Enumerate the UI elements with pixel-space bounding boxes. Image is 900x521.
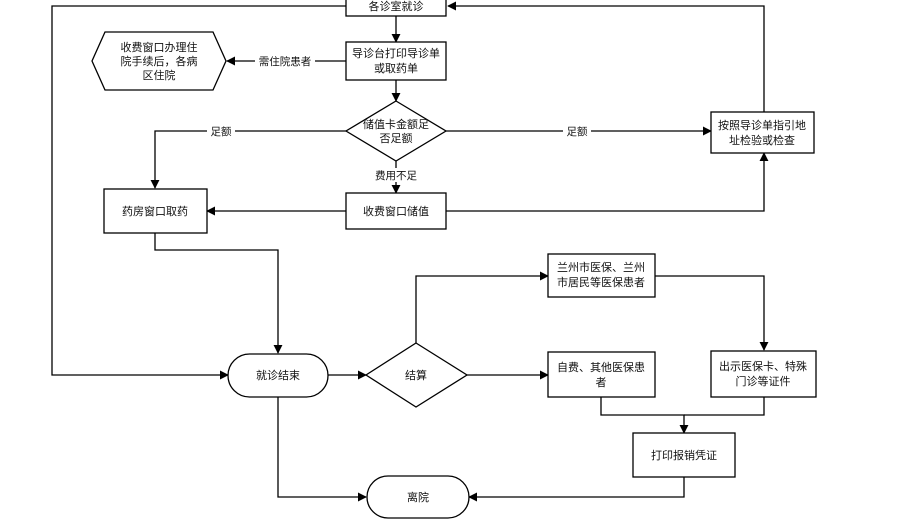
node-topup: 收费窗口储值	[345, 192, 447, 230]
node-settlement: 结算	[364, 342, 469, 408]
node-inpatient-line-3: 区住院	[143, 68, 176, 82]
edge-label-sufficient-right: 足额	[567, 125, 588, 138]
node-lanzhou-insured: 兰州市医保、兰州 市居民等医保患者	[547, 253, 656, 298]
edge-card-to-receipt	[684, 397, 765, 416]
node-dept-visit: 各诊室就诊	[345, 0, 447, 17]
edge-receipt-to-discharge	[468, 477, 685, 502]
edge-label-sufficient-left: 足额	[211, 125, 232, 138]
node-balance-line-1: 储值卡金额足	[363, 117, 429, 131]
edge-exam-to-visit	[447, 1, 765, 112]
node-selfpay-line-1: 自费、其他医保患	[557, 360, 645, 374]
node-insured-line-1: 兰州市医保、兰州	[557, 260, 645, 274]
node-dept-visit-label: 各诊室就诊	[369, 0, 424, 13]
node-visit-end: 就诊结束	[227, 353, 329, 398]
node-inpatient-line-2: 院手续后，各病	[121, 54, 198, 68]
edge-balance-to-pharmacy	[150, 130, 346, 189]
edge-settlement-to-insured	[415, 271, 549, 343]
node-print-slip-line-1: 导诊台打印导诊单	[352, 46, 440, 60]
node-card-line-1: 出示医保卡、特殊	[719, 359, 807, 373]
edge-topup-to-exam	[446, 152, 769, 212]
edge-insured-to-card	[655, 275, 769, 351]
edge-visit-to-end	[51, 5, 346, 380]
node-receipt-label: 打印报销凭证	[651, 448, 717, 462]
edge-selfpay-to-receipt	[600, 397, 689, 434]
node-print-receipt: 打印报销凭证	[632, 432, 736, 478]
node-exam-guide: 按照导诊单指引地 址检验或检查	[710, 111, 815, 154]
node-show-card: 出示医保卡、特殊 门诊等证件	[710, 350, 817, 398]
node-print-slip-line-2: 或取药单	[374, 62, 418, 75]
node-pharmacy: 药房窗口取药	[103, 188, 208, 234]
edge-pharmacy-to-end	[154, 233, 283, 354]
node-balance-line-2: 否足额	[380, 132, 413, 145]
node-selfpay-line-2: 者	[596, 376, 607, 389]
node-inpatient-desk: 收费窗口办理住 院手续后，各病 区住院	[91, 31, 227, 91]
node-exam-line-2: 址检验或检查	[729, 133, 795, 147]
node-balance-check: 储值卡金额足 否足额	[344, 100, 448, 162]
node-card-line-2: 门诊等证件	[736, 374, 791, 388]
node-discharge: 离院	[366, 475, 470, 519]
node-visit-end-label: 就诊结束	[256, 368, 300, 382]
edge-label-need-inpatient: 需住院患者	[259, 55, 312, 68]
edge-labels: 需住院患者 足额 足额 费用不足	[207, 54, 591, 182]
node-discharge-label: 离院	[407, 490, 429, 504]
node-settlement-label: 结算	[405, 368, 427, 382]
node-self-pay: 自费、其他医保患 者	[547, 351, 656, 398]
edge-label-insufficient: 费用不足	[375, 169, 417, 182]
node-insured-line-2: 市居民等医保患者	[557, 275, 645, 289]
node-print-slip: 导诊台打印导诊单 或取药单	[345, 41, 447, 81]
edge-end-to-discharge	[277, 397, 367, 502]
node-topup-label: 收费窗口储值	[363, 204, 429, 218]
node-pharmacy-label: 药房窗口取药	[122, 204, 188, 218]
node-inpatient-line-1: 收费窗口办理住	[121, 40, 198, 54]
node-exam-line-1: 按照导诊单指引地	[718, 118, 806, 132]
